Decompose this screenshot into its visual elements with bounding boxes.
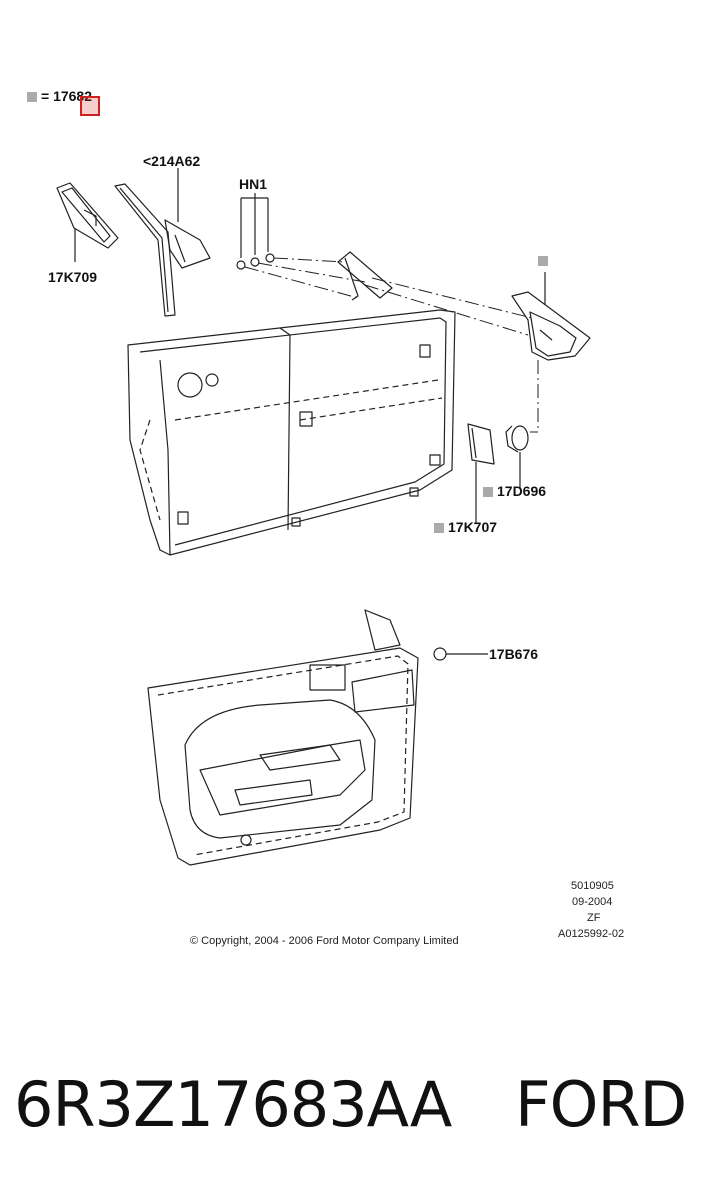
- part-number: 6R3Z17683AA: [14, 1068, 452, 1141]
- part-17k709-trim: [56, 182, 119, 249]
- door-trim-panel: [147, 609, 447, 866]
- callout-17d696: 17D696: [483, 484, 546, 498]
- meta-line-3: ZF: [587, 912, 601, 924]
- legend-text: = 17682: [41, 88, 92, 104]
- meta-line-1: 5010905: [571, 880, 614, 892]
- door-outer-panel: [127, 309, 456, 556]
- callout-17k709: 17K709: [48, 269, 98, 285]
- marker-17d696-icon: [483, 487, 493, 498]
- callout-hn1: HN1: [239, 176, 268, 192]
- part-17k707-glass: [467, 423, 495, 465]
- mirror-bracket: [337, 251, 393, 301]
- part-17d696-actuator: [505, 425, 529, 453]
- marker-17k707-icon: [434, 523, 444, 534]
- legend-marker-icon: [27, 92, 37, 103]
- marker-17682: [538, 256, 548, 266]
- callout-17k707: 17K707: [434, 520, 497, 534]
- highlight-box[interactable]: [80, 96, 100, 116]
- callout-214a62: <214A62: [143, 153, 201, 169]
- legend: = 17682: [27, 89, 92, 103]
- copyright-text: © Copyright, 2004 - 2006 Ford Motor Comp…: [190, 935, 459, 947]
- part-17682-mirror: [511, 291, 591, 361]
- brand-name: FORD: [515, 1068, 687, 1141]
- meta-line-4: A0125992-02: [558, 928, 625, 940]
- bolts-hn1: [236, 193, 275, 270]
- part-214a62-weatherstrip: [114, 183, 211, 317]
- callout-17b676: 17B676: [489, 646, 539, 662]
- meta-line-2: 09-2004: [572, 896, 613, 908]
